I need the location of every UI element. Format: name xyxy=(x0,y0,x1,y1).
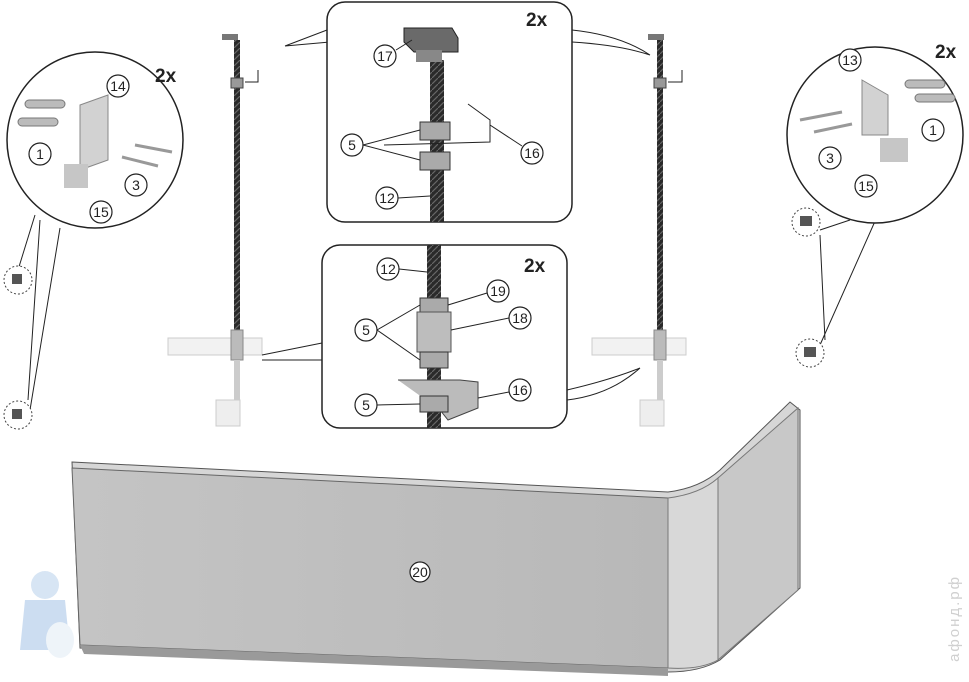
watermark: афонд.рф xyxy=(946,575,963,662)
part-label-5: 5 xyxy=(362,322,370,338)
part-label-circle xyxy=(409,561,431,583)
part-label-15: 15 xyxy=(858,178,874,194)
part-label-5: 5 xyxy=(348,137,356,153)
callout-right-wall-bracket: 2x 13 1 3 15 xyxy=(786,42,964,368)
part-label-18: 18 xyxy=(512,310,528,326)
part-label-17: 17 xyxy=(377,48,393,64)
part-label-14: 14 xyxy=(110,78,126,94)
plumber-logo xyxy=(20,571,74,658)
part-label-12: 12 xyxy=(379,190,395,206)
multiplier-label: 2x xyxy=(524,256,546,277)
right-leg-rod xyxy=(591,34,687,427)
part-label-16: 16 xyxy=(512,382,528,398)
detail-box-top: 2x 17 5 16 12 xyxy=(326,1,573,223)
multiplier-label: 2x xyxy=(526,10,548,31)
part-label-5: 5 xyxy=(362,397,370,413)
detail-box-bottom: 2x 12 19 5 18 5 16 xyxy=(321,244,568,429)
part-label-1: 1 xyxy=(36,146,44,162)
part-label-19: 19 xyxy=(490,283,506,299)
part-label-12: 12 xyxy=(380,261,396,277)
multiplier-label: 2x xyxy=(935,42,957,63)
multiplier-label: 2x xyxy=(155,66,177,87)
part-label-15: 15 xyxy=(93,204,109,220)
part-label-20: 20 xyxy=(412,564,428,580)
left-leg-rod xyxy=(167,34,263,427)
part-label-16: 16 xyxy=(524,145,540,161)
part-label-13: 13 xyxy=(842,52,858,68)
part-label-1: 1 xyxy=(929,122,937,138)
callout-left-wall-bracket: 2x 14 1 3 15 xyxy=(3,51,184,430)
bath-front-panel: 20 xyxy=(71,401,801,676)
part-label-3: 3 xyxy=(132,177,140,193)
part-label-3: 3 xyxy=(826,150,834,166)
